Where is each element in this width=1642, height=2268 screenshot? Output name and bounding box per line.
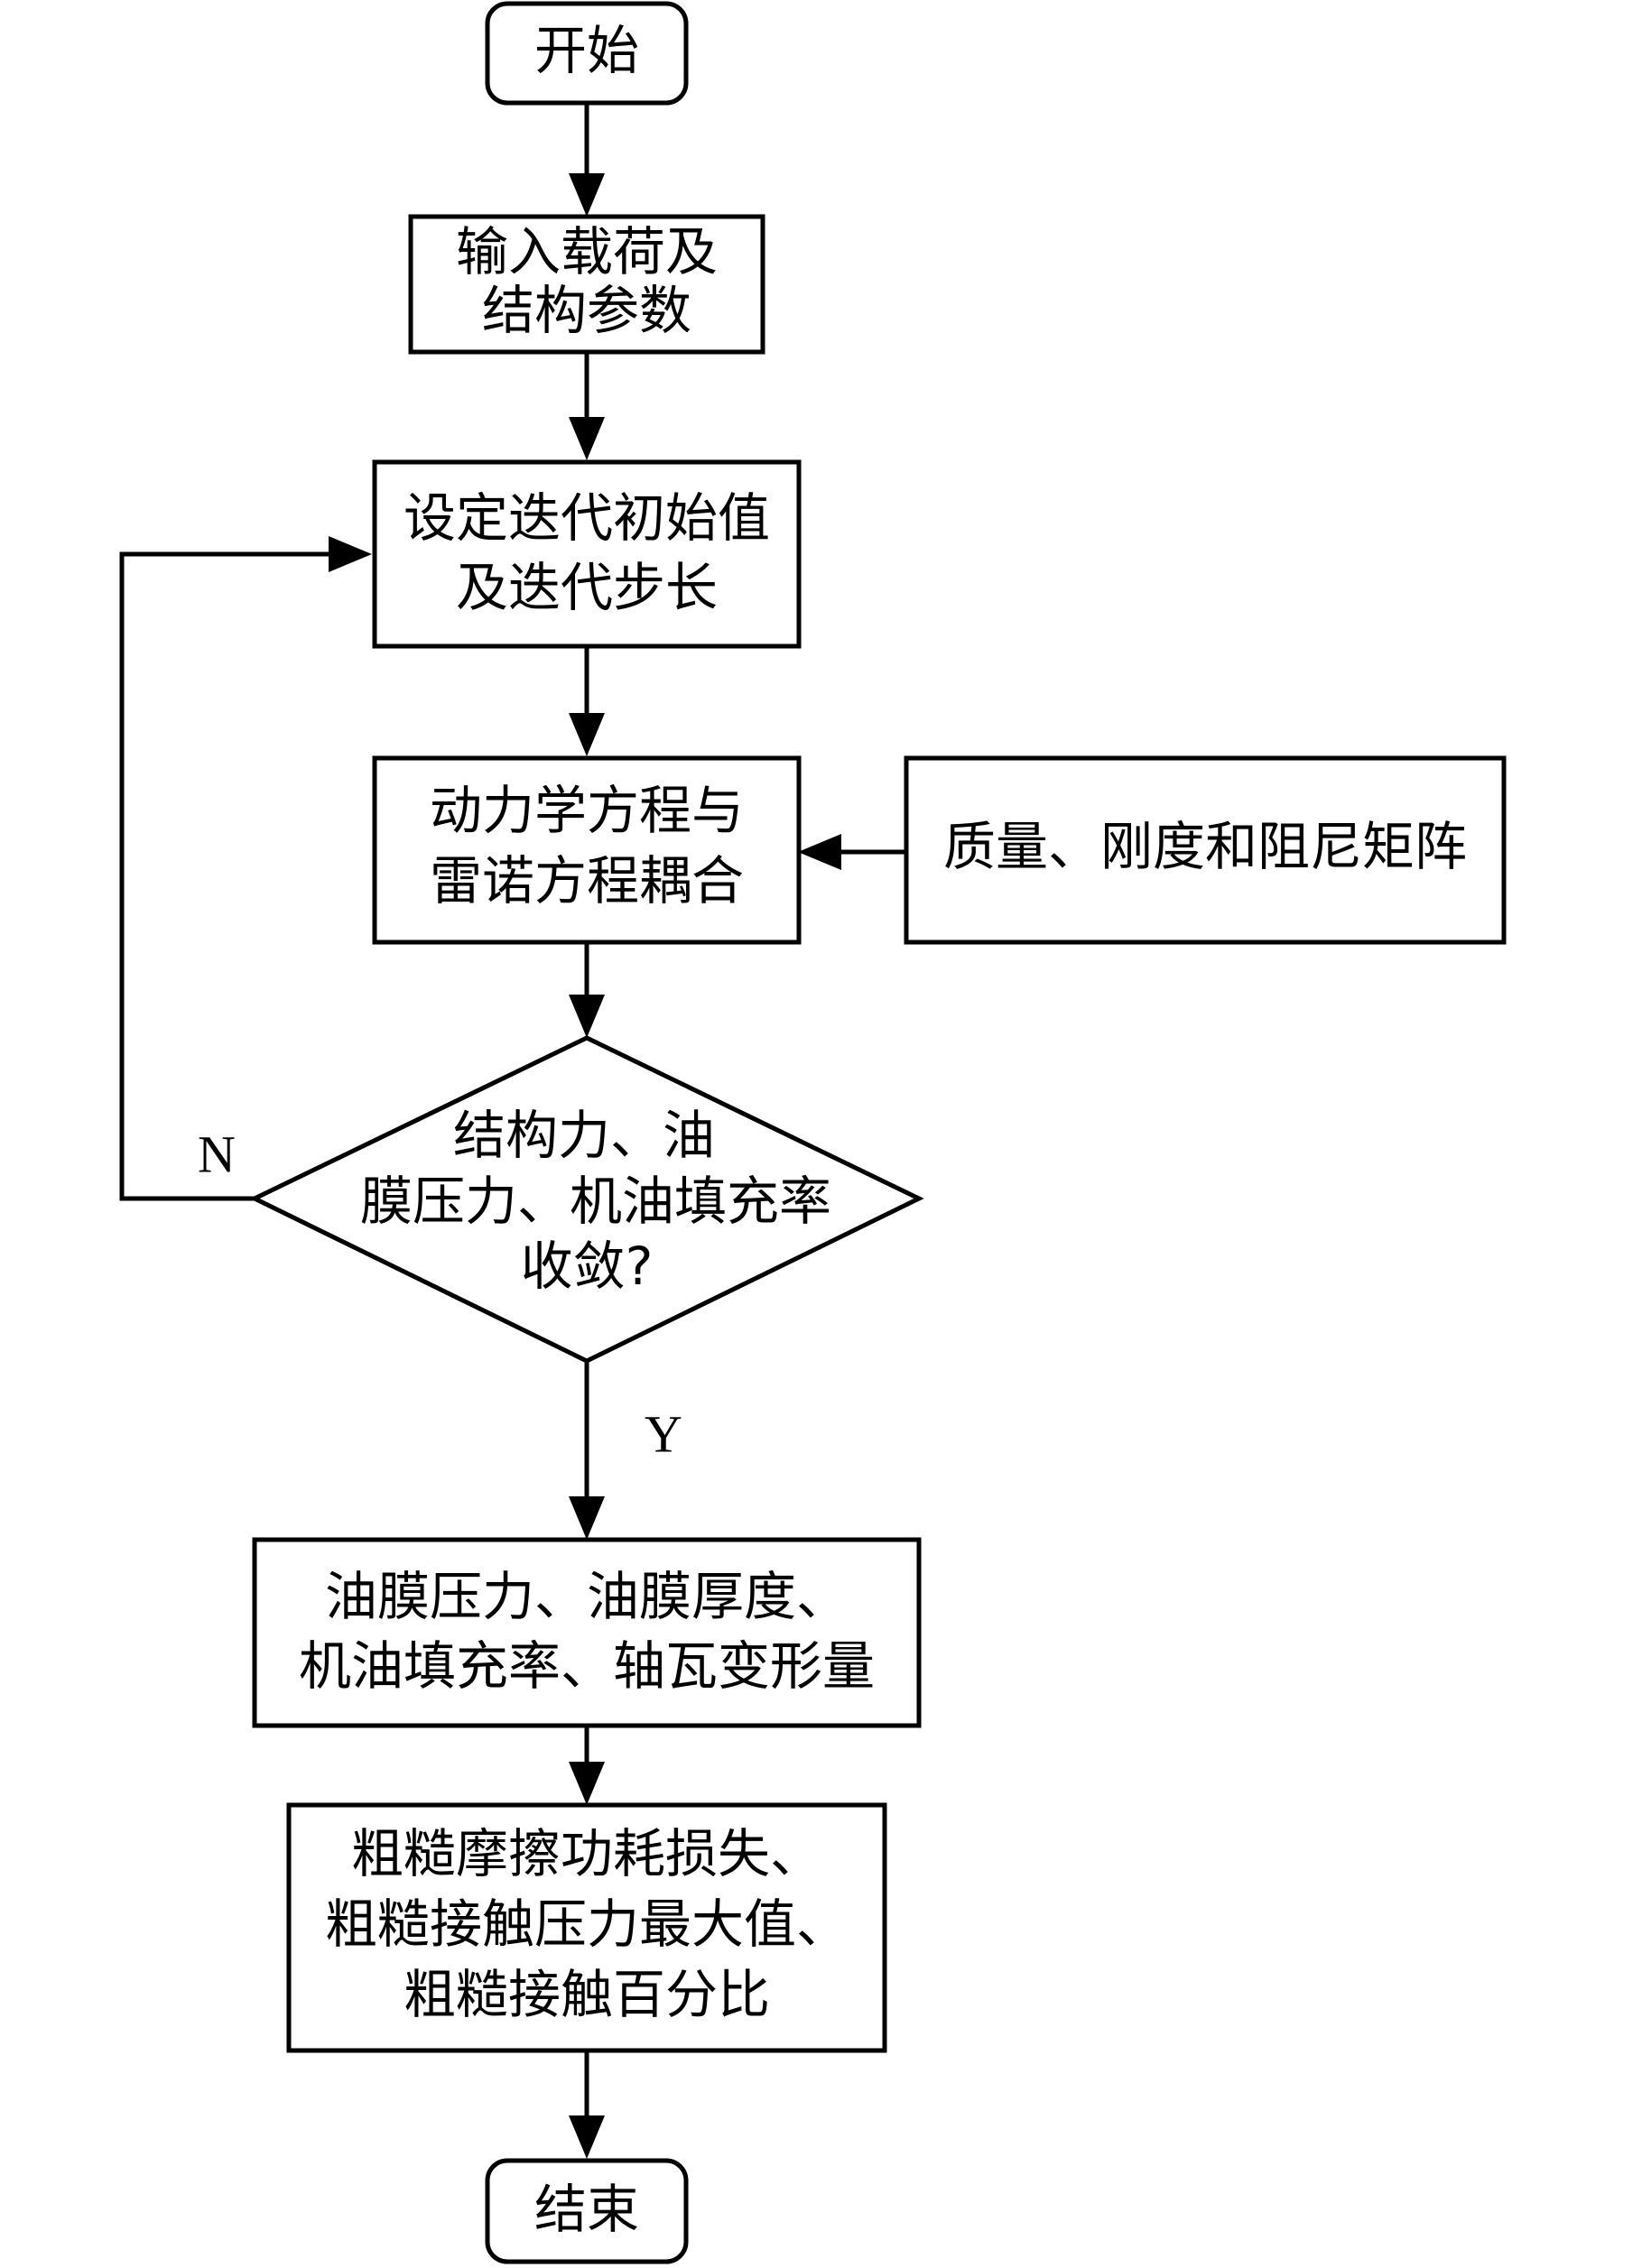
- node-friction-line-3: 粗糙接触百分比: [404, 1964, 770, 2025]
- node-init-line-2: 及迭代步长: [456, 557, 718, 618]
- node-end-label: 结束: [534, 2179, 639, 2240]
- node-coupling-shape: [372, 755, 802, 945]
- node-init: 设定迭代初始值 及迭代步长: [372, 459, 802, 649]
- arrowhead-friction-to-end: [569, 2115, 605, 2159]
- node-friction-line-1: 粗糙摩擦功耗损失、: [351, 1823, 822, 1884]
- node-friction: 粗糙摩擦功耗损失、 粗糙接触压力最大值、 粗糙接触百分比: [286, 1802, 887, 2053]
- arrowhead-start-to-input: [569, 173, 605, 217]
- node-matrices-label: 质量、刚度和阻尼矩阵: [943, 816, 1467, 877]
- node-friction-shape: [286, 1802, 887, 2053]
- arrowhead-init-to-coupling: [569, 713, 605, 756]
- arrowhead-coupling-to-converge: [569, 995, 605, 1038]
- node-matrices-shape: [904, 755, 1507, 945]
- node-coupling-line-2: 雷诺方程耦合: [430, 850, 744, 912]
- node-converge-line-1: 结构力、油: [453, 1105, 715, 1166]
- node-input-line-2: 结构参数: [482, 280, 691, 341]
- node-end-shape: [485, 2158, 689, 2264]
- node-results: 油膜压力、油膜厚度、 机油填充率、轴瓦变形量: [252, 1537, 922, 1728]
- node-matrices: 质量、刚度和阻尼矩阵: [904, 755, 1507, 945]
- node-init-shape: [372, 459, 802, 649]
- arrowhead-input-to-init: [569, 417, 605, 460]
- arrowhead-results-to-friction: [569, 1762, 605, 1805]
- node-results-shape: [252, 1537, 922, 1728]
- node-converge-line-2: 膜压力、机油填充率: [360, 1171, 831, 1232]
- node-start-shape: [485, 1, 689, 106]
- node-converge: 结构力、油 膜压力、机油填充率 收敛?: [249, 1035, 924, 1364]
- arrowhead-matrices-to-coupling: [798, 834, 841, 870]
- node-end: 结束: [485, 2158, 689, 2264]
- node-converge-shape: [249, 1035, 924, 1364]
- node-friction-line-2: 粗糙接触压力最大值、: [325, 1893, 849, 1955]
- edge-label-no: N: [198, 1125, 236, 1183]
- node-coupling: 动力学方程与 雷诺方程耦合: [372, 755, 802, 945]
- node-converge-line-3: 收敛?: [521, 1236, 654, 1297]
- node-input: 输入载荷及 结构参数: [408, 214, 765, 355]
- node-results-line-1: 油膜压力、油膜厚度、: [325, 1566, 849, 1627]
- node-results-line-2: 机油填充率、轴瓦变形量: [299, 1635, 875, 1697]
- node-init-line-1: 设定迭代初始值: [404, 487, 770, 549]
- arrowhead-converge-to-init-no: [329, 536, 372, 572]
- node-start: 开始: [485, 1, 689, 106]
- node-input-line-1: 输入载荷及: [456, 221, 718, 282]
- edge-label-yes: Y: [645, 1404, 682, 1463]
- node-input-shape: [408, 214, 765, 355]
- edge-converge-to-init-no: [119, 551, 329, 1201]
- arrowhead-converge-to-results-yes: [569, 1496, 605, 1540]
- node-coupling-line-1: 动力学方程与: [430, 780, 744, 841]
- node-start-label: 开始: [534, 20, 639, 81]
